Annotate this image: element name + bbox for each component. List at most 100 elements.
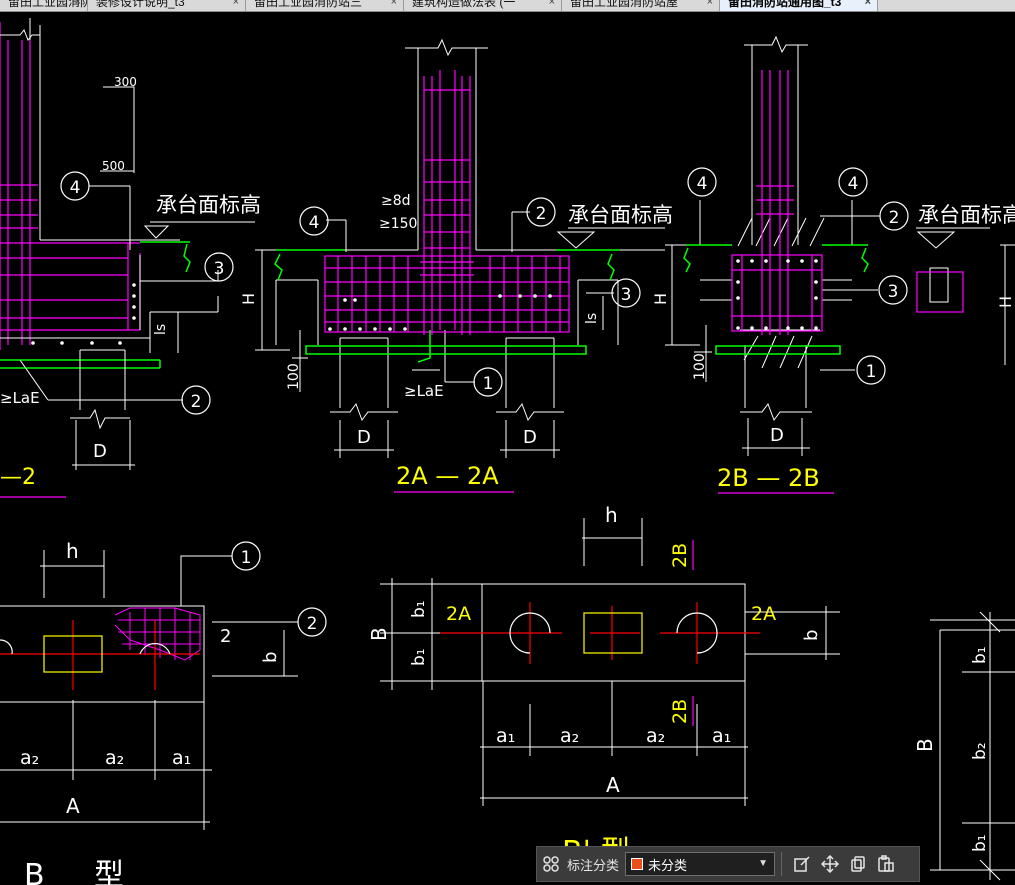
callout-circle-3: [204, 252, 234, 282]
dim-text: h: [605, 503, 618, 527]
tab-3[interactable]: 留田工业园消防站三 ×: [246, 0, 404, 11]
dim-text: b₁: [970, 646, 990, 664]
close-icon[interactable]: ×: [390, 0, 397, 8]
category-select[interactable]: 未分类 ▼: [625, 852, 776, 876]
dim-text: ≥LaE: [0, 389, 40, 407]
dim-text: ls: [153, 324, 169, 335]
drawing-canvas[interactable]: 4 3 2 300 500 承台面标高 ≥LaE D ls —2: [0, 11, 1015, 885]
cap-elevation-label: 承台面标高: [918, 203, 1015, 227]
dim-text: a₁: [496, 725, 515, 747]
dim-text: 300: [114, 75, 137, 89]
type-label: 型: [94, 858, 124, 885]
dim-text: a₁: [712, 725, 731, 747]
plan-center: h 2B 2B 2A 2A B b₁ b₁ b a₁ a₂ a₂ a₁ A B'…: [367, 503, 840, 870]
tab-label: 留田工业园消防站三: [8, 0, 87, 9]
dim-text: a₂: [560, 725, 579, 747]
close-icon[interactable]: ×: [232, 0, 239, 8]
callout-number: 4: [697, 174, 708, 194]
dim-text: a₂: [646, 725, 665, 747]
tab-4[interactable]: 建筑构造做法表 (一 ×: [404, 0, 562, 11]
tab-5[interactable]: 留田工业园消防站屋 ×: [562, 0, 720, 11]
toolbar-divider: [781, 852, 783, 876]
cap-elevation-label: 承台面标高: [568, 203, 673, 227]
callout-number: 2: [889, 208, 900, 228]
dim-text: b₁: [409, 600, 429, 618]
dim-text: b₁: [970, 834, 990, 852]
section-title-2B: 2B — 2B: [717, 464, 820, 492]
callout-number: 2: [536, 204, 547, 224]
grid-icon[interactable]: [537, 850, 565, 878]
tab-2[interactable]: 装修设计说明_t3 ×: [88, 0, 246, 11]
type-label: B: [24, 858, 45, 885]
dim-text: 500: [102, 159, 125, 173]
color-swatch: [631, 858, 644, 870]
close-icon[interactable]: ×: [864, 0, 871, 8]
callout-number: 3: [621, 285, 632, 305]
callout-circle-4: [60, 171, 90, 201]
dim-text: 100: [286, 363, 302, 390]
section-title: —2: [0, 465, 36, 490]
close-icon[interactable]: ×: [706, 0, 713, 8]
dim-text: a₂: [105, 747, 124, 769]
tab-label: 装修设计说明_t3: [96, 0, 185, 9]
tab-label: 建筑构造做法表 (一: [412, 0, 516, 9]
callout-number: 1: [866, 362, 877, 382]
annotation-toolbar: 标注分类 未分类 ▼: [536, 846, 920, 882]
callout-number: 2: [191, 392, 202, 412]
callout-number: 4: [309, 213, 320, 233]
dim-text: a₂: [20, 747, 39, 769]
plan-type-B-left: 1 2 2 h b a₂ a₂ a₁ A B 型: [0, 539, 327, 885]
dim-text: b: [260, 652, 281, 663]
callout-number: 3: [214, 259, 225, 279]
dim-text: H: [996, 296, 1015, 308]
dim-text: a₁: [172, 747, 191, 769]
section-mark: 2B: [669, 543, 691, 568]
tab-6-active[interactable]: 留田消防站通用图_t3 ×: [720, 0, 878, 11]
section-2B: 4 4 2 3 1 承台面标高 H 100 H D 2B — 2B: [651, 35, 1015, 494]
paste-icon[interactable]: [872, 850, 900, 878]
edit-icon[interactable]: [788, 850, 816, 878]
section-mark: 2B: [669, 699, 691, 724]
dim-text: ≥8d: [381, 193, 411, 209]
dim-text: B: [913, 738, 937, 752]
dim-text: B: [367, 627, 391, 641]
close-icon[interactable]: ×: [74, 0, 81, 8]
tab-label: 留田消防站通用图_t3: [728, 0, 842, 9]
dim-text: b₂: [970, 742, 990, 760]
category-label: 标注分类: [567, 857, 620, 873]
chevron-down-icon[interactable]: ▼: [758, 858, 769, 869]
callout-number: 1: [241, 548, 252, 568]
callout-number: 4: [70, 178, 81, 198]
dim-text: b: [801, 630, 822, 641]
dim-text: H: [651, 293, 670, 305]
tab-label: 留田工业园消防站屋: [570, 0, 679, 9]
dim-text: ≥150: [379, 216, 417, 232]
dim-text: A: [606, 773, 620, 797]
dim-text: D: [770, 425, 784, 446]
dim-text: D: [523, 427, 537, 448]
dim-text: A: [66, 794, 80, 818]
callout-number: 2: [307, 614, 318, 634]
dim-text: b₁: [409, 648, 429, 666]
plan-right-partial: B b₁ b₂ b₁: [913, 611, 1015, 881]
section-2A: 4 2 3 1 ≥8d ≥150 承台面标高 ≥LaE H 100 ls D D…: [239, 38, 673, 493]
dim-text: ≥LaE: [404, 382, 444, 400]
dim-text: D: [357, 427, 371, 448]
section-mark: 2A: [751, 603, 776, 625]
callout-number: 1: [483, 374, 494, 394]
dim-text: H: [239, 293, 258, 305]
section-title-2A: 2A — 2A: [396, 462, 499, 490]
tab-label: 留田工业园消防站三: [254, 0, 363, 9]
cap-elevation-label: 承台面标高: [156, 193, 261, 217]
copy-icon[interactable]: [844, 850, 872, 878]
section-left-partial: 4 3 2 300 500 承台面标高 ≥LaE D ls —2: [0, 18, 261, 498]
close-icon[interactable]: ×: [548, 0, 555, 8]
dim-text: D: [93, 441, 107, 462]
dim-text: 100: [692, 353, 708, 380]
section-mark: 2: [220, 626, 231, 647]
section-mark: 2A: [446, 603, 471, 625]
move-icon[interactable]: [816, 850, 844, 878]
callout-circle-2: [181, 385, 211, 415]
tab-1[interactable]: 留田工业园消防站三×: [0, 0, 88, 11]
dim-text: ls: [584, 313, 600, 324]
